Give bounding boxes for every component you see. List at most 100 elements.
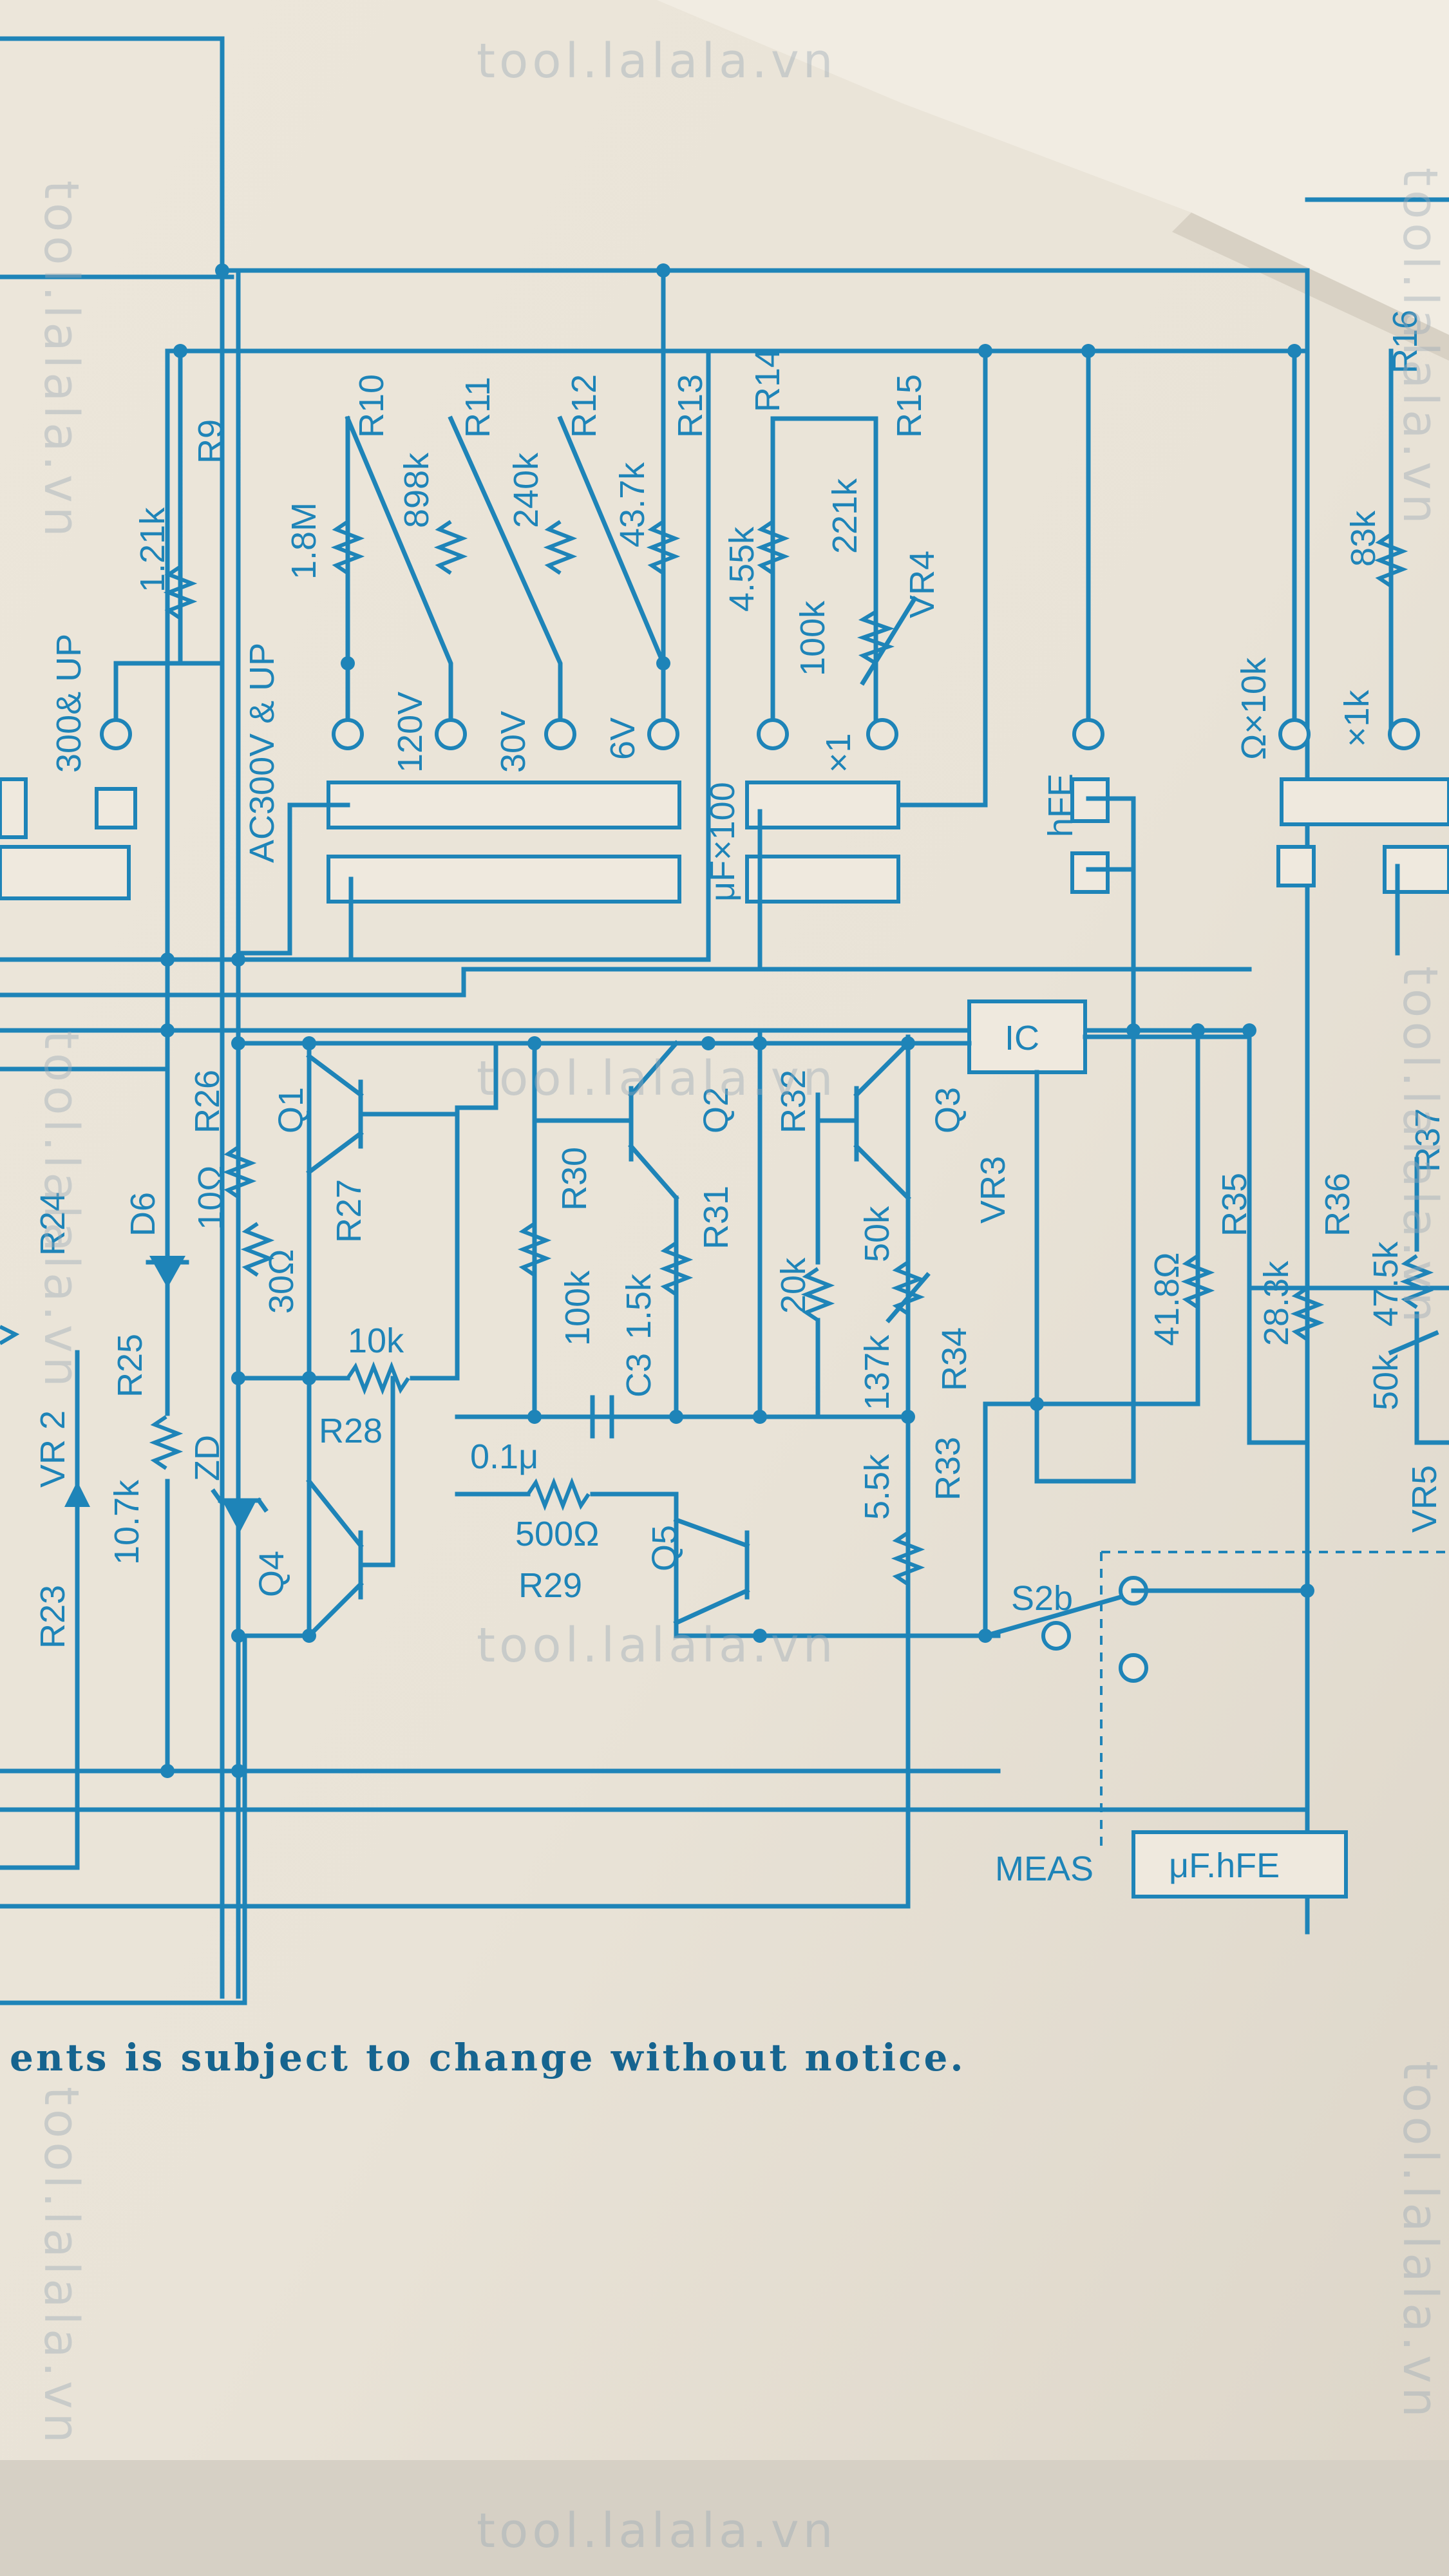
label-q4: Q4 [252, 1551, 291, 1597]
paper-bottom-edge [0, 2460, 1449, 2576]
label-120v: 120V [391, 692, 430, 773]
label-q2: Q2 [697, 1087, 735, 1133]
junction-dots [160, 263, 1314, 1778]
label-137k: 137k [858, 1334, 896, 1410]
label-c3: C3 [620, 1353, 658, 1397]
paper-fold-corner [657, 0, 1449, 335]
label-r12: R12 [565, 374, 603, 438]
label-300up: 300& UP [50, 634, 88, 773]
label-30v: 30V [494, 711, 533, 773]
label-1k21: 1.21k [133, 507, 172, 592]
label-ac300: AC300V & UP [243, 643, 281, 863]
label-vr4: VR4 [903, 551, 942, 618]
ic-block [967, 999, 1087, 1074]
label-10ohm: 10Ω [191, 1166, 230, 1230]
label-10k: 10k [348, 1321, 404, 1360]
label-r29: R29 [518, 1566, 582, 1605]
watermark-left: tool.lalala.vn [33, 180, 89, 541]
label-0u1: 0.1μ [470, 1437, 538, 1476]
label-ic: IC [1005, 1019, 1039, 1057]
watermark-bottom: tool.lalala.vn [477, 2503, 837, 2559]
watermark-middle: tool.lalala.vn [477, 1051, 837, 1106]
label-1m8: 1.8M [285, 502, 323, 580]
label-q5: Q5 [645, 1525, 684, 1571]
label-vr2: VR 2 [33, 1410, 72, 1488]
label-uf: μF×100 [703, 782, 742, 902]
label-s2b: S2b [1011, 1579, 1073, 1618]
label-6v: 6V [603, 717, 642, 760]
label-4k55: 4.55k [723, 526, 761, 612]
label-47k5: 47.5k [1367, 1241, 1405, 1327]
label-43k7: 43.7k [613, 462, 652, 547]
watermark-right-bottom: tool.lalala.vn [1392, 2061, 1448, 2421]
label-83k: 83k [1344, 510, 1383, 567]
label-r30: R30 [555, 1147, 594, 1211]
label-x10k: Ω×10k [1235, 657, 1273, 760]
label-221k: 221k [826, 478, 864, 554]
label-r32: R32 [774, 1070, 813, 1133]
label-r23: R23 [33, 1585, 72, 1649]
label-x1k: ×1k [1338, 689, 1376, 747]
transistor-stage [236, 1028, 1449, 1909]
label-r31: R31 [697, 1186, 735, 1249]
label-zd: ZD [188, 1435, 227, 1481]
component-labels: R9 1.21k R10 R11 R12 R13 R14 R15 R16 1.8… [33, 310, 1447, 1649]
label-r10: R10 [352, 374, 391, 438]
watermark-right: tool.lalala.vn [1392, 167, 1448, 528]
label-r9: R9 [191, 419, 230, 464]
label-500ohm: 500Ω [515, 1515, 599, 1553]
label-d6: D6 [124, 1192, 162, 1236]
label-r15: R15 [890, 374, 929, 438]
range-resistor-ladder [113, 197, 1449, 808]
label-r24: R24 [33, 1192, 72, 1256]
label-20k: 20k [774, 1257, 813, 1314]
paper-sheet [0, 0, 1449, 2479]
label-vr5: VR5 [1405, 1465, 1444, 1533]
watermark-top: tool.lalala.vn [477, 33, 837, 89]
label-hfe: hFE [1041, 773, 1080, 837]
label-q1: Q1 [272, 1087, 310, 1133]
meas-label: MEAS [995, 1850, 1094, 1888]
label-r16: R16 [1386, 310, 1425, 374]
label-50k-b: 50k [1367, 1354, 1405, 1410]
watermark-right-middle: tool.lalala.vn [1392, 966, 1448, 1327]
label-10k7: 10.7k [108, 1479, 146, 1565]
label-100k-a: 100k [793, 600, 832, 676]
range-terminals [100, 718, 1420, 1683]
label-100k: 100k [558, 1270, 597, 1346]
meas-box [1132, 1830, 1348, 1899]
label-5k5: 5.5k [858, 1454, 896, 1520]
footer-note: ents is subject to change without notice… [10, 2036, 966, 2079]
switch-bars [0, 777, 1449, 1033]
watermark-left-bottom: tool.lalala.vn [33, 2087, 89, 2447]
label-50k: 50k [858, 1206, 896, 1262]
label-r11: R11 [459, 377, 497, 438]
watermarks: tool.lalala.vn tool.lalala.vn tool.lalal… [33, 33, 1448, 2559]
label-r26: R26 [188, 1070, 227, 1133]
paper-fold-shadow [1172, 213, 1449, 361]
label-41o8: 41.8Ω [1148, 1253, 1186, 1346]
label-r28: R28 [319, 1412, 383, 1450]
label-240k: 240k [507, 452, 545, 528]
label-r34: R34 [935, 1327, 974, 1391]
watermark-left-lower: tool.lalala.vn [33, 1030, 89, 1391]
label-r36: R36 [1318, 1173, 1357, 1236]
label-q3: Q3 [929, 1087, 967, 1133]
left-network [0, 348, 269, 1870]
label-28k3: 28.3k [1257, 1260, 1296, 1346]
label-898k: 898k [397, 452, 436, 528]
label-x1: ×1 [819, 733, 858, 773]
label-30ohm: 30Ω [262, 1249, 301, 1314]
meas-box-label: μF.hFE [1169, 1846, 1280, 1885]
label-r25: R25 [111, 1334, 149, 1397]
label-r35: R35 [1215, 1173, 1254, 1236]
watermark-lower: tool.lalala.vn [477, 1618, 837, 1673]
label-r14: R14 [748, 348, 787, 412]
label-r13: R13 [671, 374, 710, 438]
label-r37: R37 [1408, 1108, 1447, 1172]
label-1k5: 1.5k [620, 1273, 658, 1340]
label-vr3: VR3 [974, 1156, 1012, 1224]
label-r33: R33 [929, 1437, 967, 1501]
